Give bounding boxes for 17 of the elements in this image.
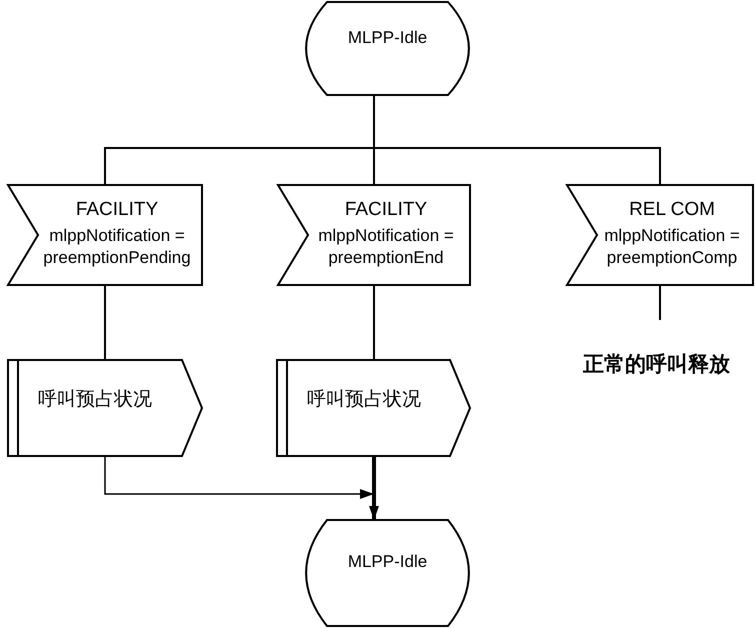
procedure-name: 呼叫预占状况 <box>307 388 421 412</box>
signal-name: FACILITY <box>76 199 158 221</box>
connector <box>373 95 661 185</box>
connector <box>104 285 106 360</box>
connector <box>372 456 376 494</box>
parameter-text: mlppNotification = preemptionComp <box>603 225 741 269</box>
connector <box>659 285 661 320</box>
state-name: MLPP-Idle <box>348 28 428 48</box>
parameter-text: mlppNotification = preemptionPending <box>42 225 192 269</box>
arrow <box>369 494 379 520</box>
signal-name: FACILITY <box>344 199 428 221</box>
note-text: 正常的呼叫释放 <box>583 351 730 378</box>
procedure-name: 呼叫预占状况 <box>38 388 152 412</box>
state-name: MLPP-Idle <box>348 552 428 572</box>
connector <box>373 285 375 360</box>
signal-name: REL COM <box>629 199 715 221</box>
parameter-text: mlppNotification = preemptionEnd <box>317 225 455 269</box>
